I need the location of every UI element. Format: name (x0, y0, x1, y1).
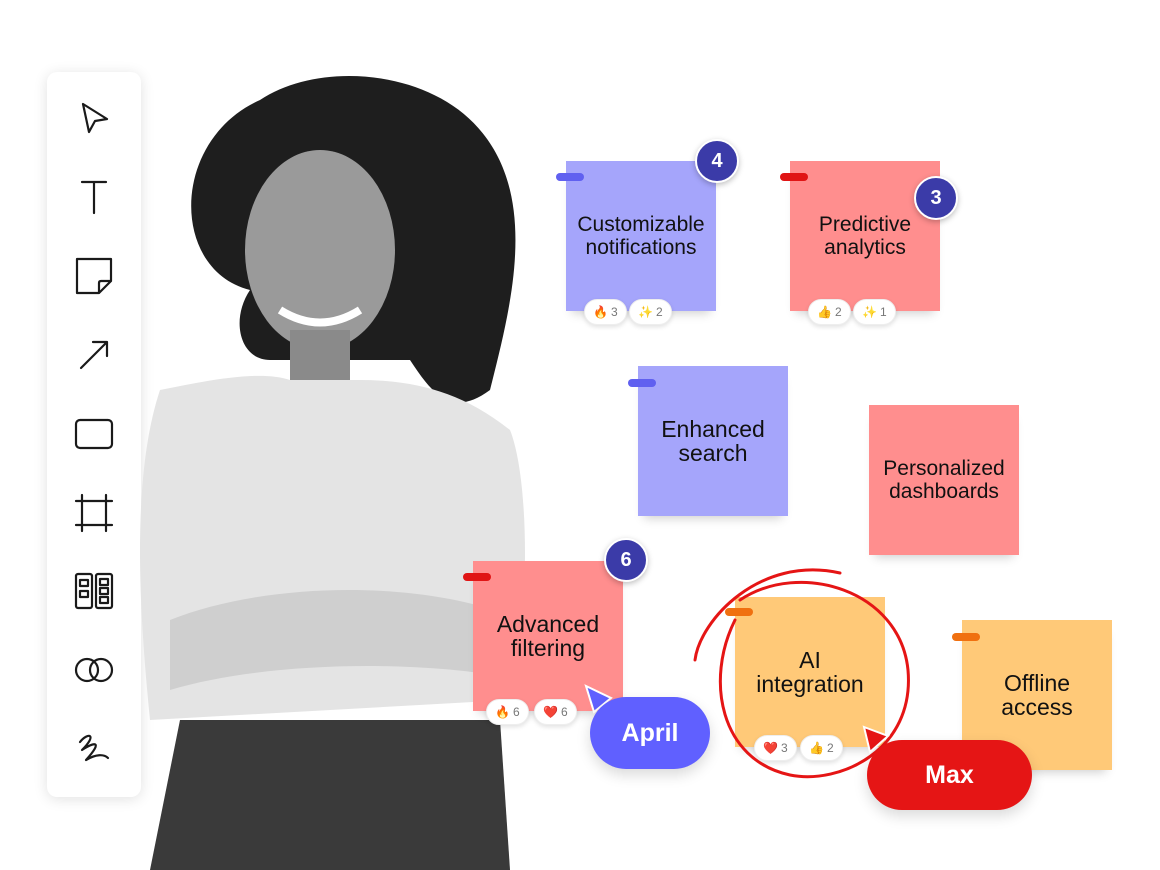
note-text: Predictive analytics (818, 213, 912, 259)
sticky-note-ai-integration[interactable]: AI integration (735, 597, 885, 747)
template-tool[interactable] (74, 571, 114, 611)
sticky-note-tool[interactable] (74, 256, 114, 296)
template-icon (74, 572, 114, 610)
select-tool[interactable] (74, 98, 114, 138)
reaction-thumbs-up[interactable]: 👍2 (808, 299, 851, 325)
overlap-circles-icon (74, 657, 114, 683)
sticky-note-enhanced-search[interactable]: Enhanced search (638, 366, 788, 516)
note-tape (628, 379, 656, 387)
reaction-count: 2 (655, 305, 663, 319)
reaction-count: 3 (780, 741, 788, 755)
note-text: Advanced filtering (496, 611, 600, 661)
fire-icon: 🔥 (593, 305, 608, 319)
vote-count-badge: 3 (914, 176, 958, 220)
reaction-sparkles[interactable]: ✨2 (629, 299, 672, 325)
reaction-count: 2 (826, 741, 834, 755)
reaction-count: 3 (610, 305, 618, 319)
heart-icon: ❤️ (543, 705, 558, 719)
rectangle-icon (74, 418, 114, 450)
arrow-tool[interactable] (74, 334, 114, 374)
toolbar (47, 72, 141, 797)
text-tool[interactable] (74, 177, 114, 217)
frame-icon (74, 493, 114, 533)
note-text: AI integration (756, 647, 864, 697)
sparkles-icon: ✨ (638, 305, 653, 319)
frame-tool[interactable] (74, 493, 114, 533)
reaction-heart[interactable]: ❤️6 (534, 699, 577, 725)
heart-icon: ❤️ (763, 741, 778, 755)
fire-icon: 🔥 (495, 705, 510, 719)
reaction-count: 1 (879, 305, 887, 319)
sticky-note-personalized-dashboards[interactable]: Personalized dashboards (869, 405, 1019, 555)
person-photo (140, 76, 525, 870)
pen-icon (78, 734, 110, 762)
reaction-sparkles[interactable]: ✨1 (853, 299, 896, 325)
reaction-fire[interactable]: 🔥3 (584, 299, 627, 325)
note-tape (725, 608, 753, 616)
sticky-note-predictive-analytics[interactable]: Predictive analytics (790, 161, 940, 311)
sparkles-icon: ✨ (862, 305, 877, 319)
vote-count-badge: 4 (695, 139, 739, 183)
reaction-fire[interactable]: 🔥6 (486, 699, 529, 725)
collaborator-cursor-label-april: April (590, 697, 710, 769)
thumbs-up-icon: 👍 (817, 305, 832, 319)
reaction-count: 2 (834, 305, 842, 319)
thumbs-up-icon: 👍 (809, 741, 824, 755)
sticky-note-icon (75, 257, 113, 295)
note-tape (952, 633, 980, 641)
note-text: Enhanced search (661, 416, 765, 466)
cursor-icon (81, 102, 109, 134)
note-text: Customizable notifications (577, 213, 705, 259)
reaction-thumbs-up[interactable]: 👍2 (800, 735, 843, 761)
arrow-icon (79, 340, 109, 370)
sticky-note-offline-access[interactable]: Offline access (962, 620, 1112, 770)
text-icon (80, 180, 108, 215)
sticky-note-customizable-notifications[interactable]: Customizable notifications (566, 161, 716, 311)
collaborator-cursor-label-max: Max (867, 740, 1032, 810)
note-tape (463, 573, 491, 581)
note-text: Offline access (1001, 670, 1073, 720)
vote-count-badge: 6 (604, 538, 648, 582)
shapes-tool[interactable] (74, 650, 114, 690)
reaction-count: 6 (512, 705, 520, 719)
note-tape (780, 173, 808, 181)
reaction-heart[interactable]: ❤️3 (754, 735, 797, 761)
pen-tool[interactable] (74, 728, 114, 768)
note-tape (556, 173, 584, 181)
sticky-note-advanced-filtering[interactable]: Advanced filtering (473, 561, 623, 711)
reaction-count: 6 (560, 705, 568, 719)
note-text: Personalized dashboards (883, 457, 1005, 503)
rectangle-tool[interactable] (74, 414, 114, 454)
